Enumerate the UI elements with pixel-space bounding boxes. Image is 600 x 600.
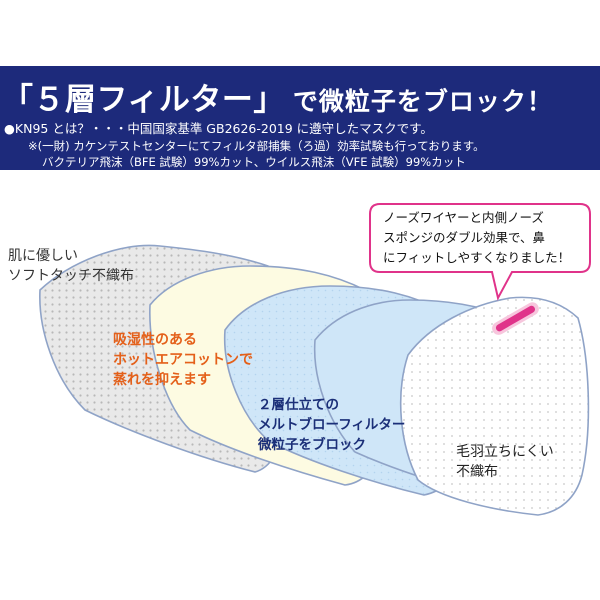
cotton-layer-label: 吸湿性のある ホットエアコットンで 蒸れを抑えます [113, 330, 253, 390]
mask-layers-illustration [39, 203, 591, 516]
outer-layer-shape [399, 296, 590, 516]
headline-main: 「５層フィルター」 [2, 82, 285, 118]
callout-text: ノーズワイヤーと内側ノーズ スポンジのダブル効果で、鼻 にフィットしやすくなりま… [383, 208, 573, 268]
outer-layer-line: 不織布 [456, 464, 498, 480]
cotton-layer-line: ホットエアコットンで [113, 352, 253, 368]
filter-layer-label: ２層仕立ての メルトブローフィルター 微粒子をブロック [258, 395, 405, 455]
outer-layer-line: 毛羽立ちにくい [456, 444, 554, 460]
filtration-results: バクテリア飛沫（BFE 試験）99%カット、ウイルス飛沫（VFE 試験）99%カ… [42, 155, 466, 169]
headline-rest: で微粒子をブロック！ [292, 87, 553, 116]
skin-layer-label: 肌に優しい ソフトタッチ不織布 [8, 246, 134, 286]
test-center-note: ※(一財) カケンテストセンターにてフィルタ部捕集（ろ過）効率試験も行っておりま… [28, 139, 485, 153]
callout-line: ノーズワイヤーと内側ノーズ [383, 210, 544, 225]
headline: 「５層フィルター」 で微粒子をブロック！ [2, 74, 598, 118]
outer-layer-label: 毛羽立ちにくい 不織布 [456, 442, 554, 482]
skin-layer-line: ソフトタッチ不織布 [8, 268, 134, 284]
filter-layer-line: メルトブローフィルター [258, 417, 406, 433]
callout-line: スポンジのダブル効果で、鼻 [383, 230, 546, 245]
skin-layer-line: 肌に優しい [8, 248, 78, 264]
filter-layer-line: 微粒子をブロック [258, 437, 366, 453]
nose-wire-icon [492, 302, 539, 335]
cotton-layer-line: 吸湿性のある [113, 332, 197, 348]
kn95-description: ●KN95 とは？・・・中国国家基準 GB2626-2019 に遵守したマスクで… [4, 121, 433, 136]
callout-line: にフィットしやすくなりました！ [383, 250, 571, 265]
filter-layer-line: ２層仕立ての [258, 397, 339, 413]
callout-bubble [369, 203, 591, 301]
header-banner: 「５層フィルター」 で微粒子をブロック！ ●KN95 とは？・・・中国国家基準 … [0, 66, 600, 170]
cotton-layer-line: 蒸れを抑えます [113, 372, 211, 388]
